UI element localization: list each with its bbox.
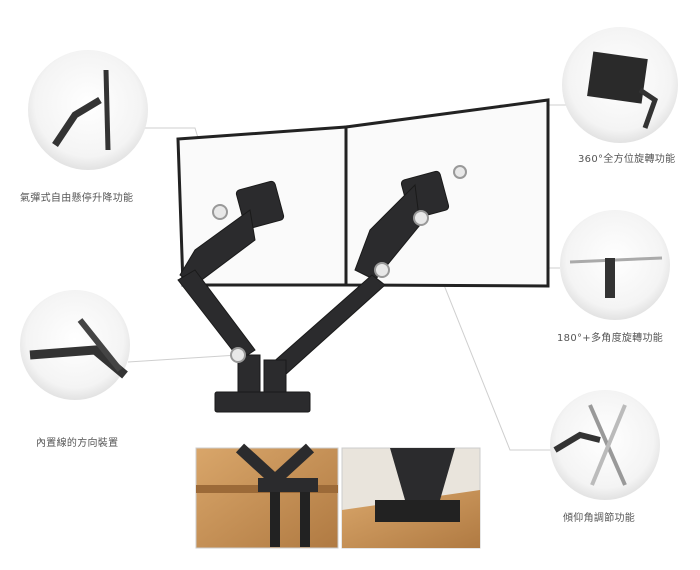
feature-label-gas-spring: 氣彈式自由懸停升降功能 (20, 193, 134, 204)
feature-label-tilt: 傾仰角調節功能 (563, 513, 636, 524)
feature-circle-gas-spring (28, 50, 148, 170)
feature-label-180-rotation: 180°+多角度旋轉功能 (557, 333, 664, 344)
joint-highlight-icons (212, 165, 467, 363)
feature-circle-360-rotation (562, 27, 678, 143)
dual-monitor-arm (177, 170, 450, 413)
feature-label-cable-management: 內置線的方向裝置 (36, 438, 119, 449)
grommet-mount-photo (341, 447, 481, 549)
feature-circle-180-rotation (560, 210, 670, 320)
clamp-mount-photo (195, 443, 339, 549)
feature-circle-cable-management (20, 290, 130, 400)
feature-circle-tilt (550, 390, 660, 500)
feature-label-360-rotation: 360°全方位旋轉功能 (578, 154, 676, 165)
